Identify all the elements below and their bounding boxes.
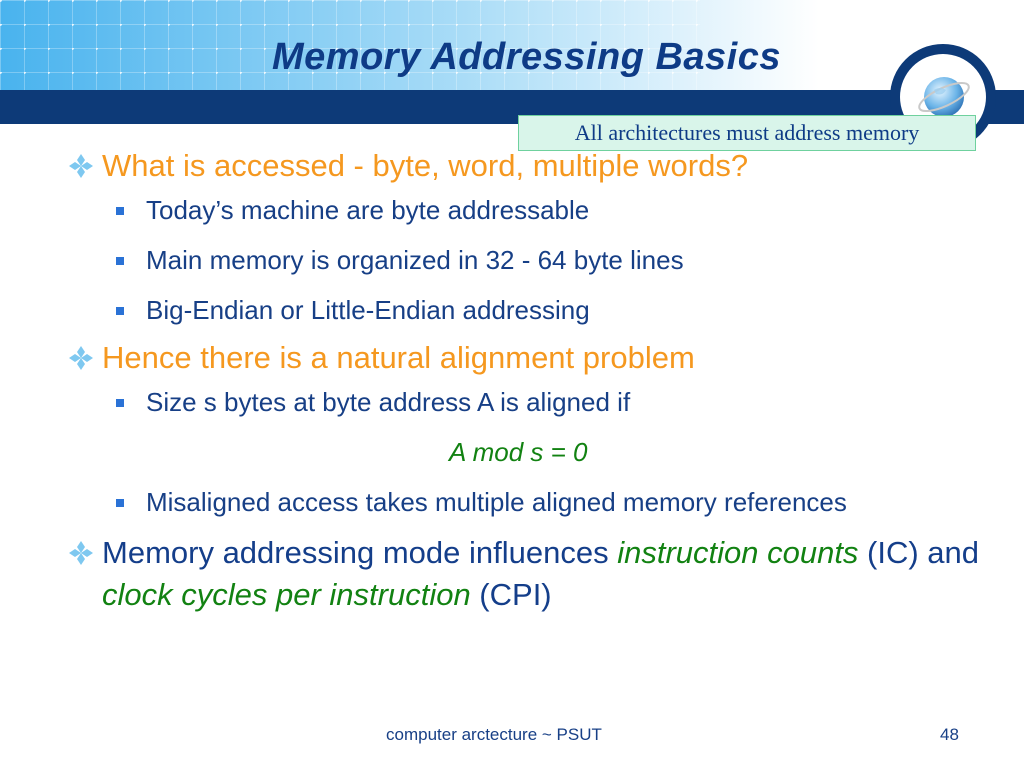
bullet-level2-misaligned: Misaligned access takes multiple aligned… [66,486,926,518]
emphasis-instruction-counts: instruction counts [617,535,859,570]
bullet-level1-alignment: Hence there is a natural alignment probl… [66,340,986,376]
bullet-text: What is accessed - byte, word, multiple … [102,148,749,183]
square-bullet-icon [116,499,124,507]
bullet-text: (IC) and [858,535,980,570]
footer-text: computer arctecture ~ PSUT [386,725,602,744]
square-bullet-icon [116,207,124,215]
bullet-level2-aligned-if: Size s bytes at byte address A is aligne… [66,386,986,418]
bullet-text: Big-Endian or Little-Endian addressing [146,295,590,325]
bullet-text: Size s bytes at byte address A is aligne… [146,387,631,417]
page-number: 48 [940,725,959,744]
diamond-cluster-icon [69,541,93,565]
diamond-cluster-icon [69,346,93,370]
diamond-cluster-icon [69,154,93,178]
slide-content: What is accessed - byte, word, multiple … [66,148,986,626]
alignment-formula: A mod s = 0 [449,437,588,467]
bullet-level1-addressing-mode: Memory addressing mode influences instru… [66,532,982,616]
bullet-level2-memory-lines: Main memory is organized in 32 - 64 byte… [66,244,986,276]
globe-icon [918,77,970,117]
callout-box: All architectures must address memory [518,115,976,151]
header-grid-background [0,0,1024,92]
bullet-text: Memory addressing mode influences [102,535,618,570]
emphasis-clock-cycles: clock cycles per instruction [102,577,471,612]
square-bullet-icon [116,399,124,407]
bullet-text: Misaligned access takes multiple aligned… [146,487,847,517]
bullet-text: Today’s machine are byte addressable [146,195,590,225]
bullet-level2-byte-addressable: Today’s machine are byte addressable [66,194,986,226]
square-bullet-icon [116,257,124,265]
bullet-text: (CPI) [470,577,552,612]
bullet-level1-access: What is accessed - byte, word, multiple … [66,148,986,184]
square-bullet-icon [116,307,124,315]
bullet-level2-endian: Big-Endian or Little-Endian addressing [66,294,986,326]
bullet-text: Hence there is a natural alignment probl… [102,340,695,375]
bullet-text: Main memory is organized in 32 - 64 byte… [146,245,684,275]
slide-title: Memory Addressing Basics [272,36,781,78]
